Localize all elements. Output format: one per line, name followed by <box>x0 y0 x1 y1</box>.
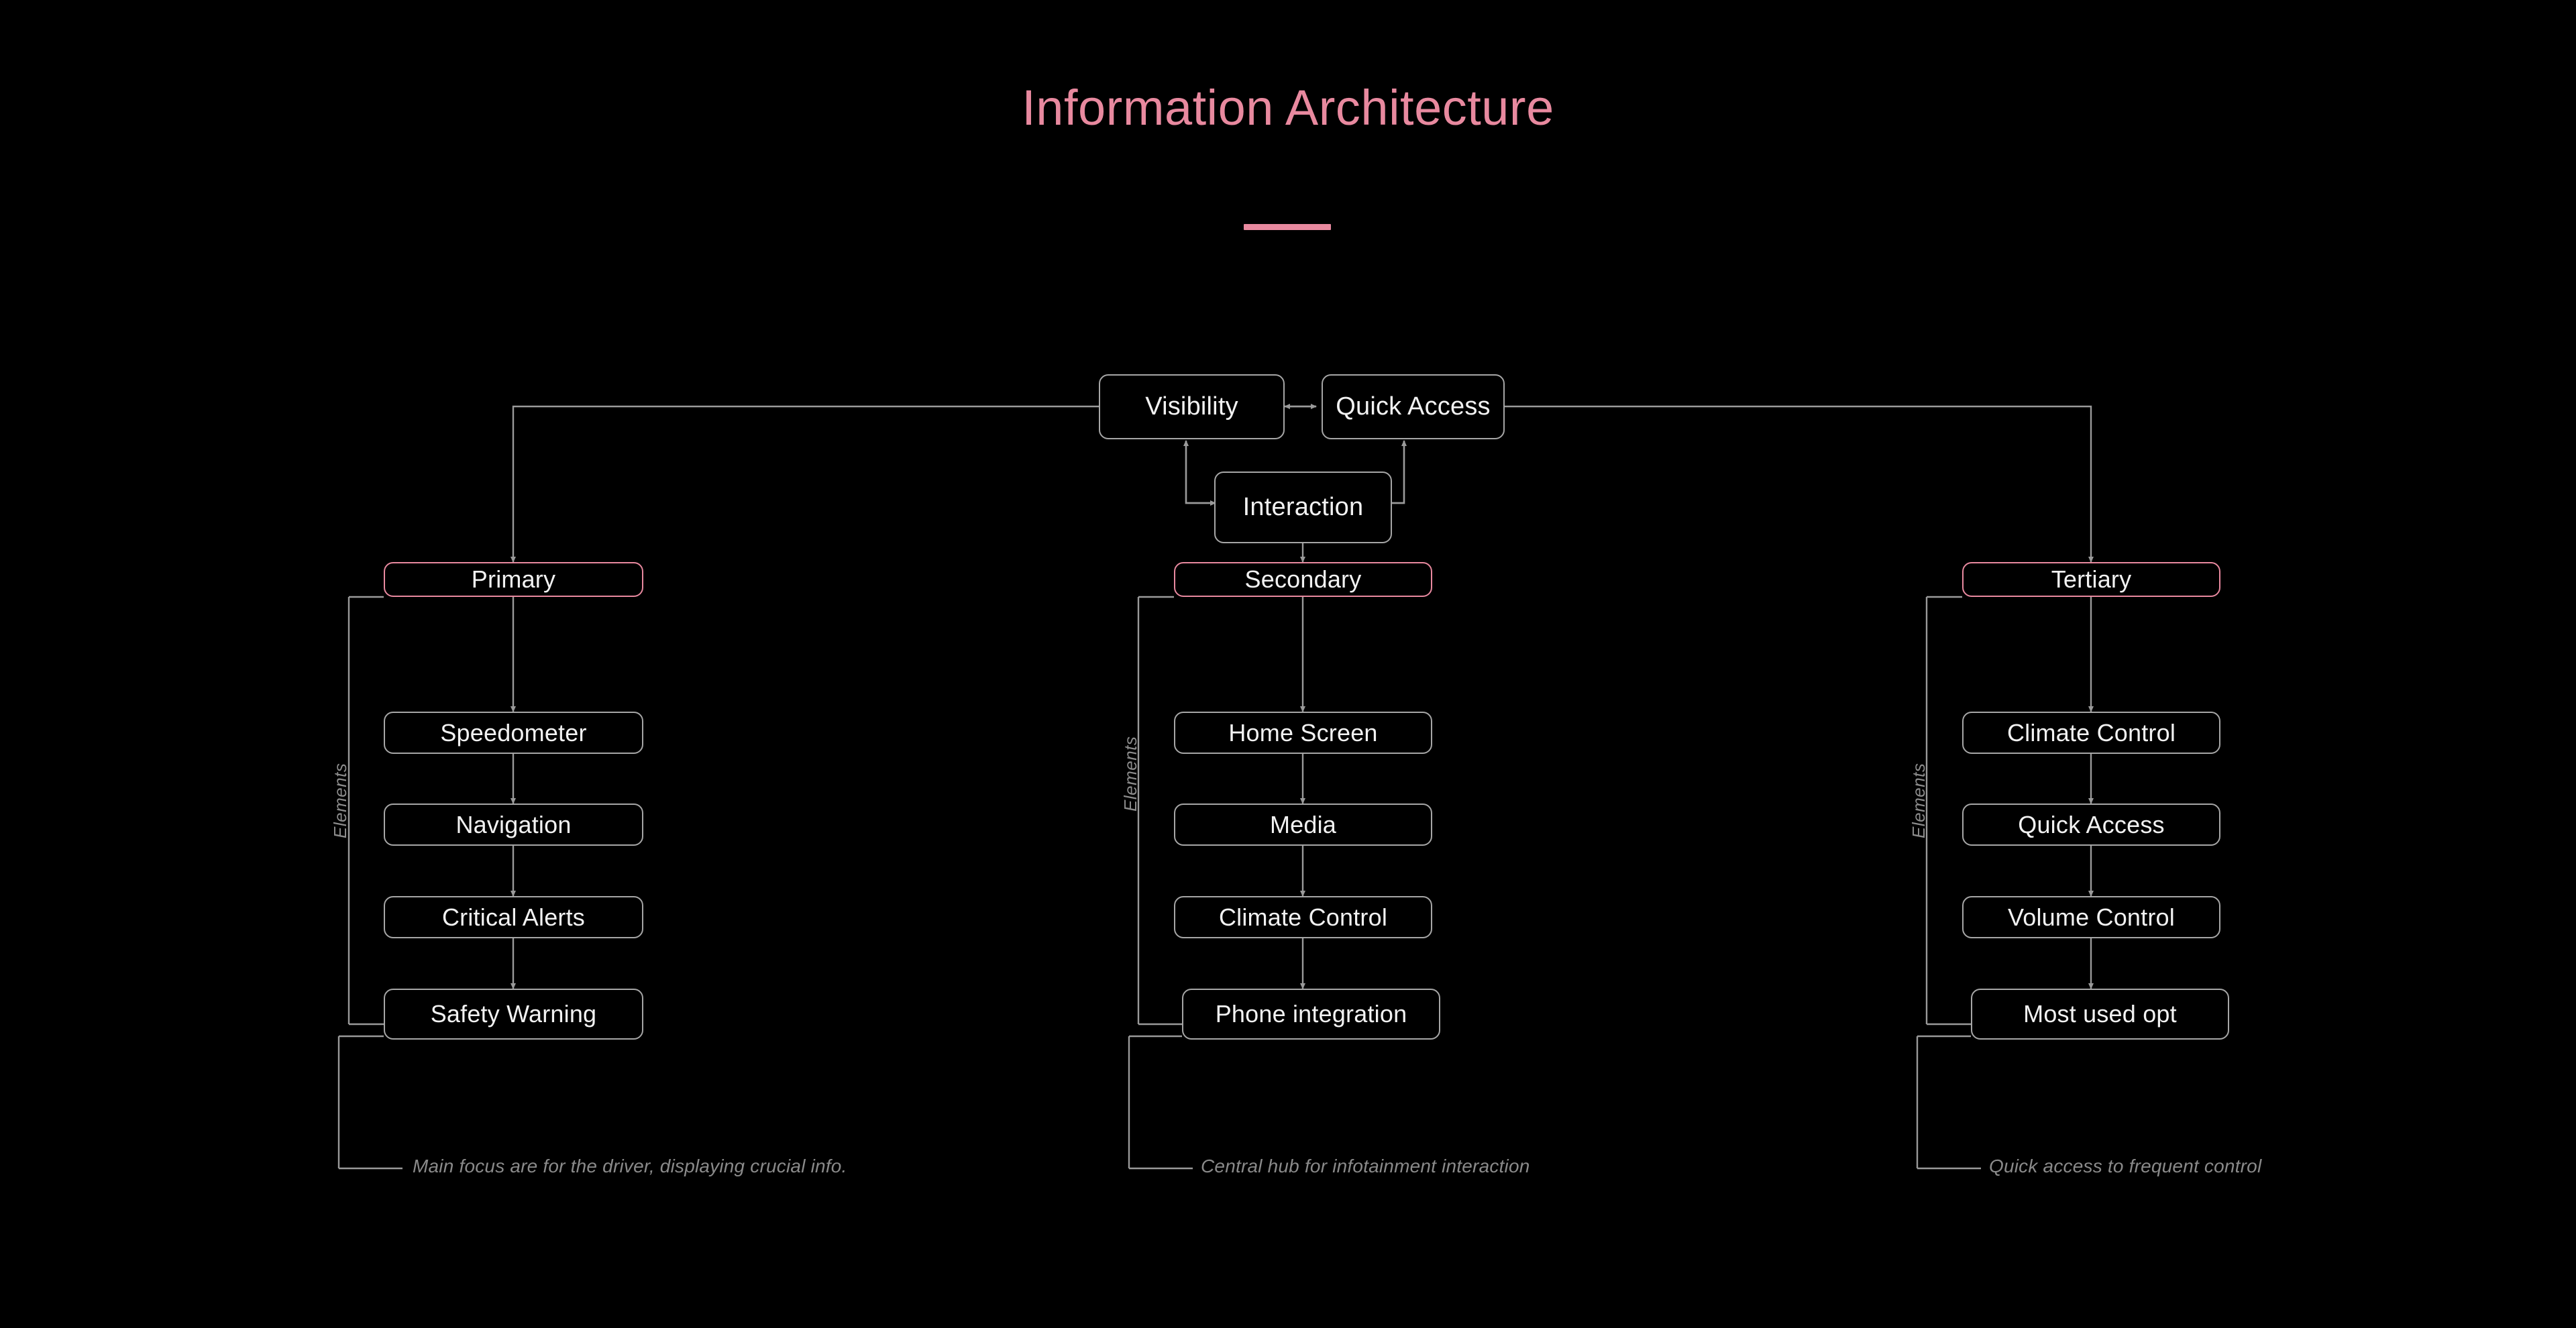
node-label: Critical Alerts <box>441 903 586 931</box>
caption-tertiary: Quick access to frequent control <box>1989 1156 2262 1176</box>
node-most-used-opt[interactable]: Most used opt <box>1971 989 2229 1040</box>
node-volume-control[interactable]: Volume Control <box>1962 896 2220 938</box>
node-home-screen[interactable]: Home Screen <box>1174 712 1432 754</box>
node-label: Climate Control <box>1218 903 1388 931</box>
node-safety-warning[interactable]: Safety Warning <box>384 989 643 1040</box>
node-label: Navigation <box>455 810 572 838</box>
node-label: Secondary <box>1244 565 1362 593</box>
page-title: Information Architecture <box>1022 80 1554 135</box>
group-label-elements-tertiary: Elements <box>1909 763 1929 838</box>
node-primary[interactable]: Primary <box>384 562 643 597</box>
node-media[interactable]: Media <box>1174 804 1432 846</box>
node-label: Primary <box>471 565 556 593</box>
node-label: Home Screen <box>1228 718 1378 746</box>
node-interaction[interactable]: Interaction <box>1214 472 1392 543</box>
node-label: Safety Warning <box>430 1000 597 1028</box>
node-label: Phone integration <box>1215 1000 1407 1028</box>
node-label: Quick Access <box>1336 392 1491 421</box>
node-label: Visibility <box>1145 392 1238 421</box>
node-speedometer[interactable]: Speedometer <box>384 712 643 754</box>
node-secondary[interactable]: Secondary <box>1174 562 1432 597</box>
node-quick-access[interactable]: Quick Access <box>1322 374 1505 439</box>
node-climate-control-tertiary[interactable]: Climate Control <box>1962 712 2220 754</box>
node-critical-alerts[interactable]: Critical Alerts <box>384 896 643 938</box>
group-label-elements-secondary: Elements <box>1120 736 1140 812</box>
node-label: Volume Control <box>2008 903 2175 931</box>
node-climate-control-secondary[interactable]: Climate Control <box>1174 896 1432 938</box>
node-label: Quick Access <box>2018 810 2165 838</box>
node-tertiary[interactable]: Tertiary <box>1962 562 2220 597</box>
node-visibility[interactable]: Visibility <box>1099 374 1285 439</box>
group-label-elements-primary: Elements <box>330 763 350 838</box>
node-label: Most used opt <box>2023 1000 2177 1028</box>
node-label: Media <box>1269 810 1337 838</box>
node-label: Interaction <box>1242 493 1364 521</box>
node-label: Tertiary <box>2051 565 2132 593</box>
node-label: Climate Control <box>2006 718 2176 746</box>
caption-primary: Main focus are for the driver, displayin… <box>413 1156 847 1176</box>
node-phone-integration[interactable]: Phone integration <box>1182 989 1440 1040</box>
node-navigation[interactable]: Navigation <box>384 804 643 846</box>
caption-secondary: Central hub for infotainment interaction <box>1201 1156 1530 1176</box>
title-accent-bar <box>1244 224 1331 230</box>
node-label: Speedometer <box>440 718 587 746</box>
node-quick-access-tertiary[interactable]: Quick Access <box>1962 804 2220 846</box>
